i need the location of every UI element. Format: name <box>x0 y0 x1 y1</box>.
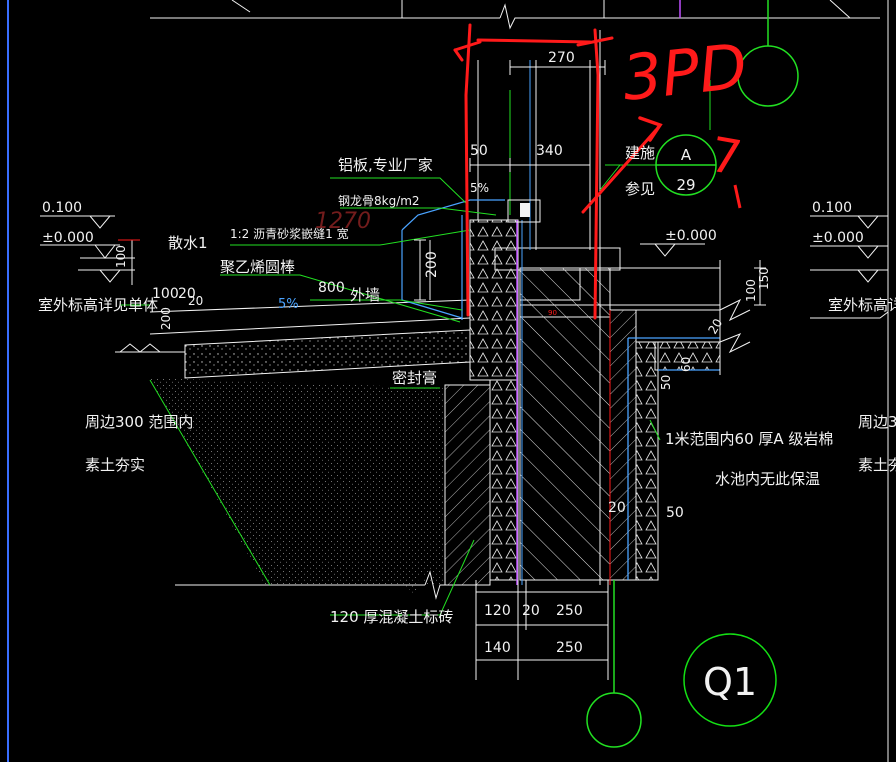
detail-reference: A 29 <box>605 134 717 196</box>
apron-slab <box>115 299 471 379</box>
dim-slope-top: 5% <box>470 181 489 195</box>
dim-20b: 20 <box>522 603 540 619</box>
right-wall <box>600 260 751 581</box>
label-compacted-soil-1: 周边300 范围内 <box>85 413 193 431</box>
elevation-values: 0.100 ±0.000 ±0.000 0.100 ±0.000 <box>42 200 864 246</box>
dim-50: 50 <box>470 143 488 159</box>
dim-120: 120 <box>484 603 511 619</box>
label-right-edge-2: 素土夯 <box>858 456 896 474</box>
dim-50-right: 50 <box>659 375 673 390</box>
label-polyethylene-rod: 聚乙烯圆棒 <box>220 258 295 276</box>
label-right-outdoor: 室外标高详见单体 <box>828 296 896 314</box>
top-dimension-lines <box>414 60 766 306</box>
dim-100-right: 100 <box>744 279 758 302</box>
left-elevation-marks <box>40 215 140 285</box>
dim-90: 90 <box>548 309 557 317</box>
dim-50b: 50 <box>666 505 684 521</box>
dim-340: 340 <box>536 143 563 159</box>
compacted-soil-area <box>150 378 445 600</box>
dim-20-right: 20 <box>705 316 725 336</box>
dim-150: 150 <box>757 267 771 290</box>
dim-100-vertical: 100 <box>114 245 128 268</box>
handwritten-note-main: 3PD <box>619 29 751 115</box>
label-asphalt-joint: 1:2 沥青砂浆嵌缝1 宽 <box>230 226 349 241</box>
dim-200-small: 200 <box>159 307 173 330</box>
dim-20-small: 20 <box>188 294 203 308</box>
label-outer-wall: 外墙 <box>350 286 380 304</box>
label-aluminum-panel: 铝板,专业厂家 <box>338 156 433 174</box>
label-outdoor-elevation: 室外标高详见单体 <box>38 296 158 314</box>
elev-right-top: 0.100 <box>812 200 852 216</box>
label-steel-keel: 钢龙骨8kg/m2 <box>338 194 420 208</box>
label-right-edge-1: 周边3( <box>858 413 896 431</box>
dim-20c: 20 <box>608 500 626 516</box>
brick-wall <box>444 384 491 586</box>
dim-140: 140 <box>484 640 511 656</box>
leader-lines <box>120 80 711 616</box>
dim-100: 100 <box>152 286 179 302</box>
elev-left-zero: ±0.000 <box>42 230 94 246</box>
label-rock-wool-2: 水池内无此保温 <box>715 470 820 488</box>
frame <box>7 0 889 762</box>
detail-ref-letter: A <box>681 146 692 164</box>
red-markup <box>453 23 663 320</box>
label-compacted-soil-2: 素土夯实 <box>85 456 145 474</box>
dim-250a: 250 <box>556 603 583 619</box>
section-marker: Q1 <box>586 580 777 748</box>
label-see-detail-2: 参见 <box>625 180 655 198</box>
right-elevation-marks <box>640 215 889 319</box>
insulation-layer <box>469 219 519 581</box>
section-marker-label: Q1 <box>703 660 757 704</box>
detail-ref-number: 29 <box>676 176 695 194</box>
dim-800: 800 <box>318 280 345 296</box>
dim-270: 270 <box>548 50 575 66</box>
elev-right-zero: ±0.000 <box>812 230 864 246</box>
label-see-detail-1: 建施 <box>625 144 655 162</box>
label-sealant: 密封膏 <box>392 369 437 387</box>
faint-handwriting: 1270 <box>315 209 371 234</box>
label-brick: 120 厚混凝土标砖 <box>330 608 453 626</box>
dim-60: 60 <box>679 357 693 372</box>
label-rock-wool-1: 1米范围内60 厚A 级岩棉 <box>665 430 833 448</box>
dimension-values: 270 50 340 5% 200 800 5% 100 20 100 200 … <box>114 50 771 656</box>
axis-circle-bottom <box>586 692 642 748</box>
bottom-dimension-table <box>475 580 609 680</box>
elev-center-zero: ±0.000 <box>665 228 717 244</box>
dim-20a: 20 <box>178 286 196 302</box>
wall-lines <box>401 30 611 585</box>
label-apron: 散水1 <box>168 234 208 252</box>
dim-slope: 5% <box>278 297 299 312</box>
annotation-labels: 铝板,专业厂家 钢龙骨8kg/m2 1:2 沥青砂浆嵌缝1 宽 散水1 聚乙烯圆… <box>38 144 896 626</box>
dim-250b: 250 <box>556 640 583 656</box>
dim-200: 200 <box>424 251 440 278</box>
elev-left-top: 0.100 <box>42 200 82 216</box>
handwritten-note-side: 7 <box>706 127 746 187</box>
concrete-wall <box>494 247 621 581</box>
